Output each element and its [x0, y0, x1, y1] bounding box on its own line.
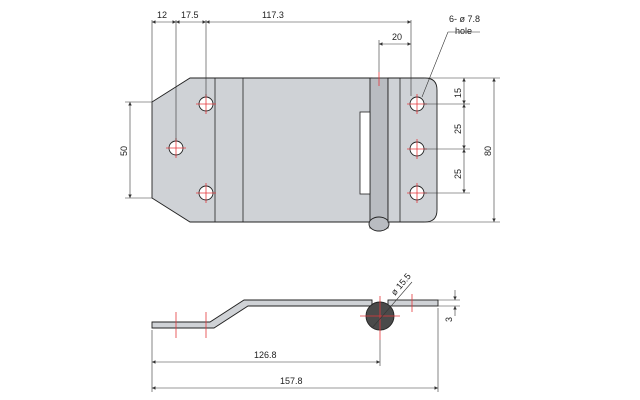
left-leaf	[151, 77, 373, 223]
top-dimensions: 12 17.5 117.3 20 6- ø 7.8 hole 15 25 25 …	[119, 10, 500, 223]
dim-25-b: 25	[453, 169, 463, 179]
hole-word-label: hole	[455, 26, 472, 36]
hole-spec-label: 6- ø 7.8	[449, 14, 480, 24]
dim-157-8: 157.8	[280, 376, 303, 386]
hole-centerlines	[166, 72, 427, 203]
dim-dia-15-5: ø 15.5	[389, 271, 413, 297]
knuckle-tip	[368, 216, 390, 232]
knuckle-slot	[359, 111, 371, 195]
dim-3: 3	[444, 317, 454, 322]
dim-12: 12	[157, 10, 167, 20]
dim-126-8: 126.8	[254, 350, 277, 360]
top-view: 12 17.5 117.3 20 6- ø 7.8 hole 15 25 25 …	[119, 10, 500, 232]
side-dimensions: ø 15.5 3 126.8 157.8	[151, 271, 460, 392]
side-centerlines	[175, 294, 413, 340]
hinge-knuckle	[369, 77, 389, 229]
side-right-leaf	[387, 299, 439, 307]
dim-50: 50	[119, 146, 129, 156]
dim-117-3: 117.3	[262, 10, 284, 20]
dim-20: 20	[392, 32, 402, 42]
dim-17-5: 17.5	[181, 10, 199, 20]
dim-25-a: 25	[453, 124, 463, 134]
dim-15: 15	[453, 88, 463, 98]
dim-80: 80	[483, 146, 493, 156]
side-profile	[151, 299, 373, 329]
side-view: ø 15.5 3 126.8 157.8	[151, 271, 460, 392]
